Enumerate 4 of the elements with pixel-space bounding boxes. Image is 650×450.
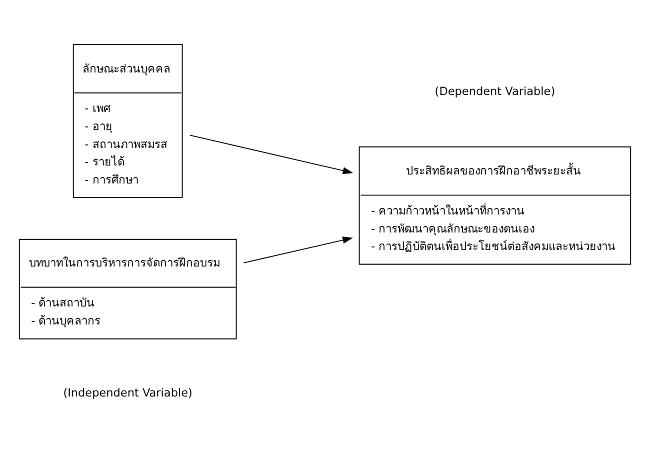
arrow <box>243 236 353 263</box>
label: (Independent Variable) <box>63 386 192 399</box>
arrow <box>189 134 354 174</box>
label: (Dependent Variable) <box>434 84 556 98</box>
